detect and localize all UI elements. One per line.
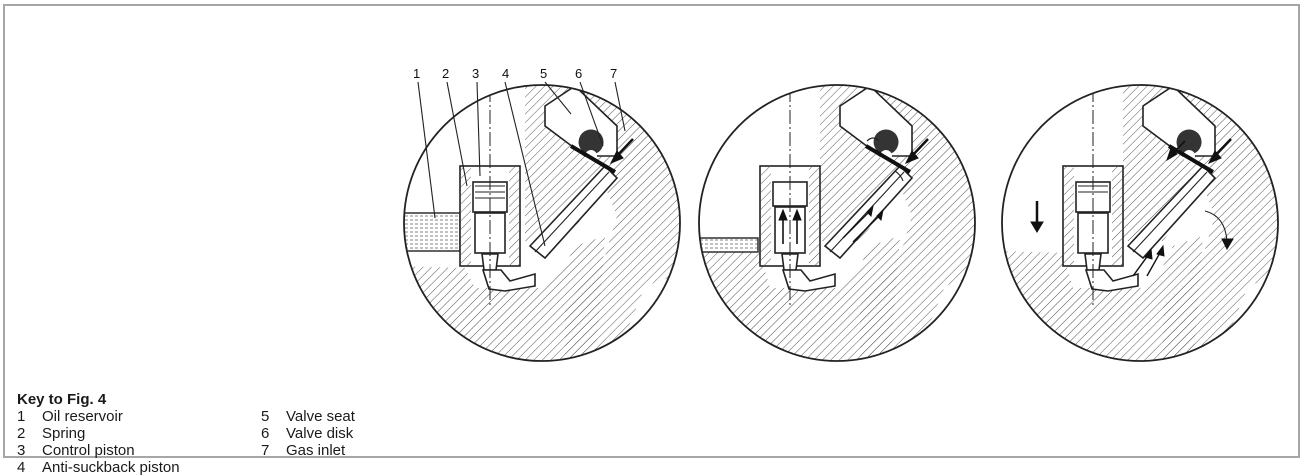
figure-key: Key to Fig. 4 1 Oil reservoir 2 Spring 3 Co… — [17, 391, 355, 476]
key-number: 6 — [261, 425, 270, 442]
key-label: Gas inlet — [286, 442, 346, 459]
callout-4: 4 — [502, 66, 509, 81]
key-number: 1 — [17, 408, 26, 425]
key-number: 7 — [261, 442, 270, 459]
callout-1: 1 — [413, 66, 420, 81]
key-number: 2 — [17, 425, 26, 442]
key-item: 7 Gas inlet — [261, 442, 355, 459]
key-item: 4 Anti-suckback piston — [17, 459, 180, 476]
panel-1-rest-state: 1 2 3 4 5 6 7 — [403, 66, 681, 362]
key-column-1: 1 Oil reservoir 2 Spring 3 Control piston 4… — [17, 408, 180, 476]
key-label: Valve disk — [286, 425, 354, 442]
figure-frame: 1 2 3 4 5 6 7 — [3, 4, 1300, 476]
valve-diagram: 1 2 3 4 5 6 7 — [403, 66, 1279, 362]
callout-6: 6 — [575, 66, 582, 81]
key-item: 3 Control piston — [17, 442, 180, 459]
callout-5: 5 — [540, 66, 547, 81]
callout-2: 2 — [442, 66, 449, 81]
key-item: 2 Spring — [17, 425, 180, 442]
key-number: 3 — [17, 442, 26, 459]
key-number: 5 — [261, 408, 270, 425]
callout-3: 3 — [472, 66, 479, 81]
key-label: Valve seat — [286, 408, 355, 425]
key-label: Anti-suckback piston — [42, 459, 180, 476]
key-column-2: 5 Valve seat 6 Valve disk 7 Gas inlet — [261, 408, 355, 459]
key-label: Spring — [42, 425, 86, 442]
key-label: Control piston — [42, 442, 135, 459]
callout-leaders — [417, 81, 626, 247]
key-title: Key to Fig. 4 — [17, 391, 107, 408]
key-item: 1 Oil reservoir — [17, 408, 180, 425]
key-item: 5 Valve seat — [261, 408, 355, 425]
callout-7: 7 — [610, 66, 617, 81]
panel-3-closed-state — [1001, 84, 1279, 362]
panel-2-flow-state — [698, 84, 976, 362]
key-item: 6 Valve disk — [261, 425, 355, 442]
key-label: Oil reservoir — [42, 408, 123, 425]
key-number: 4 — [17, 459, 26, 476]
